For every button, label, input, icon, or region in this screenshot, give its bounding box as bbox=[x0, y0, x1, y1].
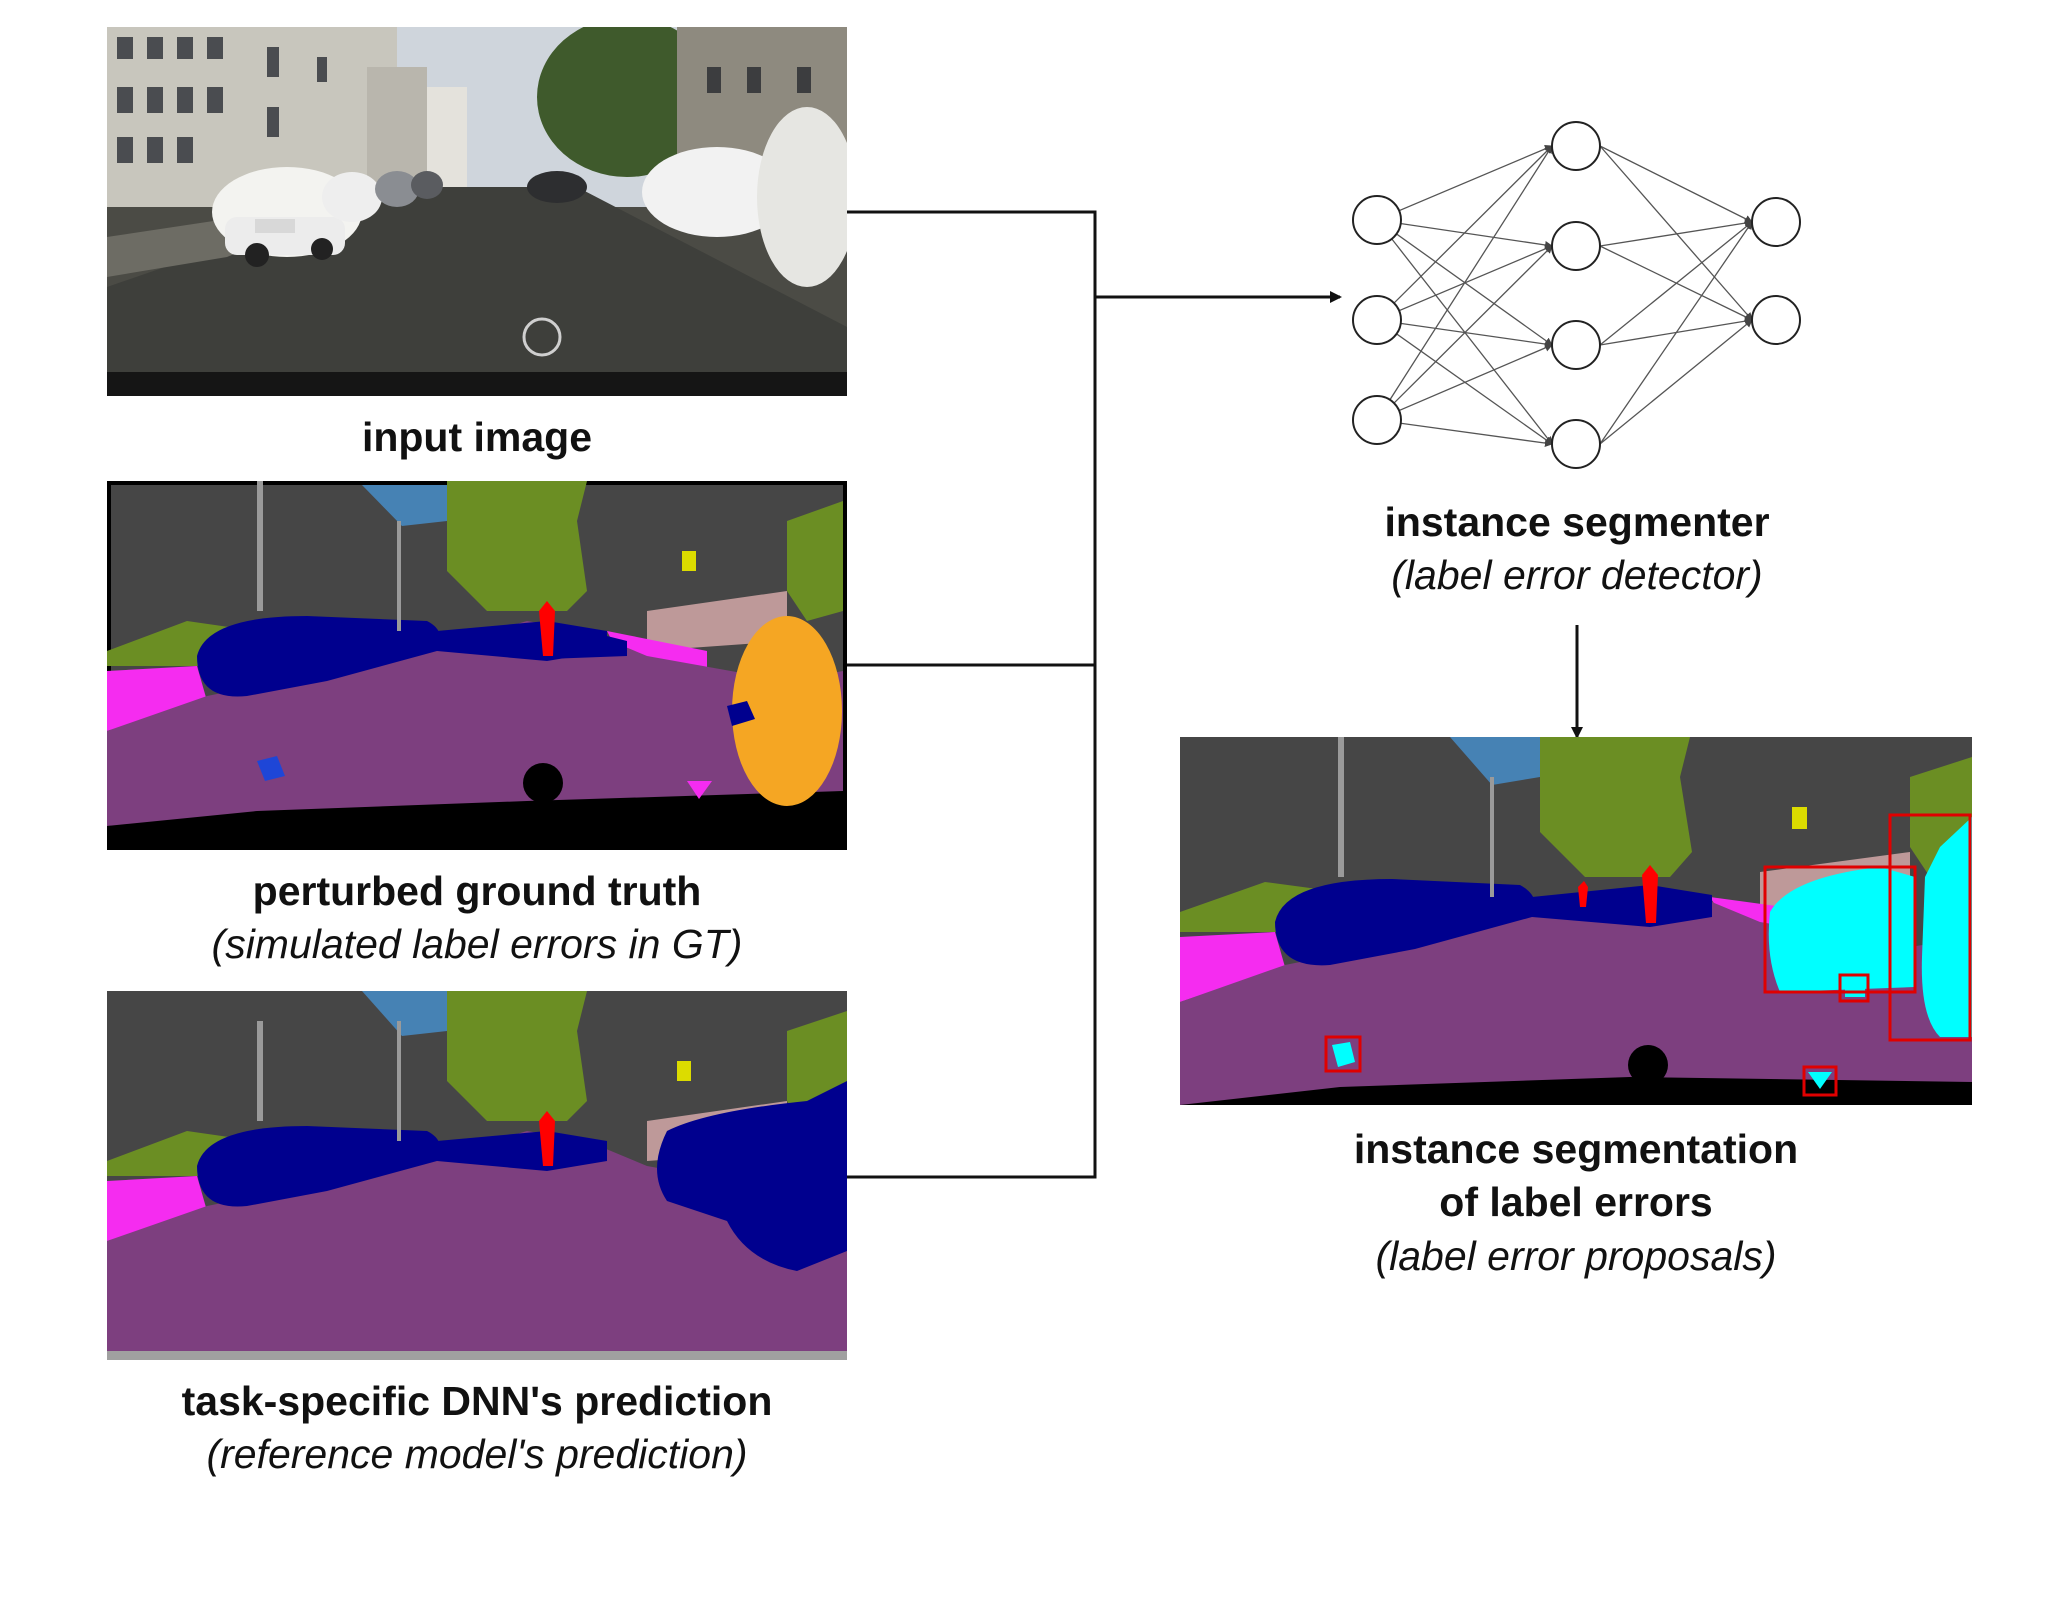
perturbed-gt-caption: perturbed ground truth (simulated label … bbox=[107, 865, 847, 972]
hidden-node bbox=[1551, 419, 1601, 469]
output-caption: instance segmentation of label errors (l… bbox=[1226, 1123, 1926, 1283]
output-title-line1: instance segmentation bbox=[1353, 1126, 1799, 1172]
input-node bbox=[1352, 195, 1402, 245]
label-error-output-image bbox=[1180, 737, 1972, 1105]
output-node bbox=[1751, 295, 1801, 345]
input-image-caption: input image bbox=[107, 411, 847, 464]
perturbed-gt-subtitle: (simulated label errors in GT) bbox=[211, 921, 743, 968]
output-node bbox=[1751, 197, 1801, 247]
segmenter-subtitle: (label error detector) bbox=[1391, 552, 1763, 599]
dnn-prediction-caption: task-specific DNN's prediction (referenc… bbox=[107, 1375, 847, 1482]
error-box bbox=[1324, 1035, 1362, 1073]
hidden-node bbox=[1551, 121, 1601, 171]
bracket-connector bbox=[847, 210, 1097, 1179]
input-node bbox=[1352, 395, 1402, 445]
dnn-prediction-title: task-specific DNN's prediction bbox=[181, 1378, 773, 1424]
perturbed-gt-segmentation bbox=[107, 481, 847, 850]
error-box bbox=[1888, 813, 1972, 1042]
neural-network-icon bbox=[1352, 121, 1801, 469]
output-title-line2: of label errors bbox=[1439, 1179, 1713, 1226]
input-image-title: input image bbox=[361, 414, 593, 460]
error-boxes bbox=[1324, 813, 1972, 1097]
error-box bbox=[1838, 973, 1870, 1003]
hidden-node bbox=[1551, 320, 1601, 370]
segmenter-caption: instance segmenter (label error detector… bbox=[1277, 496, 1877, 603]
output-subtitle: (label error proposals) bbox=[1375, 1232, 1777, 1279]
dnn-prediction-subtitle: (reference model's prediction) bbox=[206, 1431, 748, 1478]
label-error-segmentation bbox=[1180, 737, 1972, 1105]
input-node bbox=[1352, 295, 1402, 345]
perturbed-gt-image bbox=[107, 481, 847, 850]
dnn-prediction-segmentation bbox=[107, 991, 847, 1360]
dnn-prediction-image bbox=[107, 991, 847, 1360]
input-image bbox=[107, 27, 847, 396]
perturbed-gt-title: perturbed ground truth bbox=[252, 868, 702, 914]
street-photo bbox=[107, 27, 847, 396]
segmenter-title: instance segmenter bbox=[1384, 499, 1770, 545]
hidden-node bbox=[1551, 221, 1601, 271]
error-box bbox=[1802, 1065, 1838, 1097]
